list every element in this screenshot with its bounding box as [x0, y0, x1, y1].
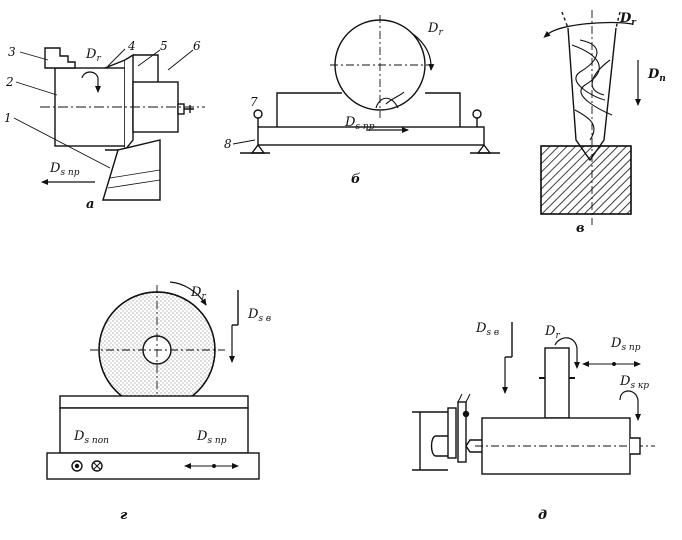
- table-g: [59, 407, 249, 454]
- workpiece-g: [59, 395, 249, 409]
- label-part-5: 5: [160, 39, 168, 53]
- rotation-arrow-b: [412, 33, 435, 71]
- caption-v: в: [576, 221, 585, 236]
- label-cross-feed-g: Ds поп: [73, 429, 109, 446]
- label-part-3: 3: [8, 45, 16, 59]
- rotation-arrow-a: [81, 71, 101, 93]
- caption-b: б: [351, 172, 361, 187]
- caption-d: д: [538, 508, 547, 523]
- rotation-arrow-v: [543, 21, 633, 38]
- label-part-1: 1: [4, 111, 12, 125]
- label-rotation-a: Dr: [85, 47, 101, 64]
- label-rotation-v: Dr: [619, 11, 637, 28]
- driver-plate: [457, 401, 467, 463]
- caption-g: г: [120, 508, 128, 523]
- label-part-7: 7: [250, 95, 258, 109]
- label-part-4: 4: [127, 39, 136, 53]
- label-part-2: 2: [5, 75, 14, 89]
- grinding-wheel-d: [544, 347, 570, 419]
- label-feed-a: Ds пр: [49, 161, 80, 178]
- label-long-feed-d: Ds пр: [610, 336, 641, 353]
- figure-d-grinding: [412, 322, 655, 475]
- label-circular-feed-d: Ds кр: [619, 374, 649, 391]
- figure-v-drilling: [540, 10, 641, 225]
- label-part-8: 8: [224, 137, 232, 151]
- table-b: [257, 126, 485, 146]
- label-feed-b: Ds пр: [344, 115, 375, 132]
- rotation-arrow-d: [554, 337, 580, 369]
- chuck-jaw: [44, 47, 76, 69]
- circular-feed-arrow-d: [619, 390, 641, 421]
- label-rotation-d: Dr: [544, 324, 560, 341]
- workpiece-v: [540, 145, 632, 215]
- caption-a: а: [86, 197, 94, 212]
- figure-g-grinding: [46, 281, 260, 480]
- label-long-feed-g: Ds пр: [196, 429, 227, 446]
- label-rotation-b: Dr: [427, 21, 443, 38]
- label-rotation-g: Dr: [190, 285, 206, 302]
- label-vertical-feed-d: Ds в: [475, 321, 499, 338]
- figure-a-turning: [13, 47, 205, 201]
- label-vertical-feed-g: Ds в: [247, 307, 271, 324]
- figure-b-grinding: [232, 15, 500, 154]
- rotation-arrow-g: [169, 281, 207, 306]
- label-part-6: 6: [193, 39, 201, 53]
- label-feed-v: Dп: [647, 67, 666, 84]
- cutting-tool: [102, 139, 161, 201]
